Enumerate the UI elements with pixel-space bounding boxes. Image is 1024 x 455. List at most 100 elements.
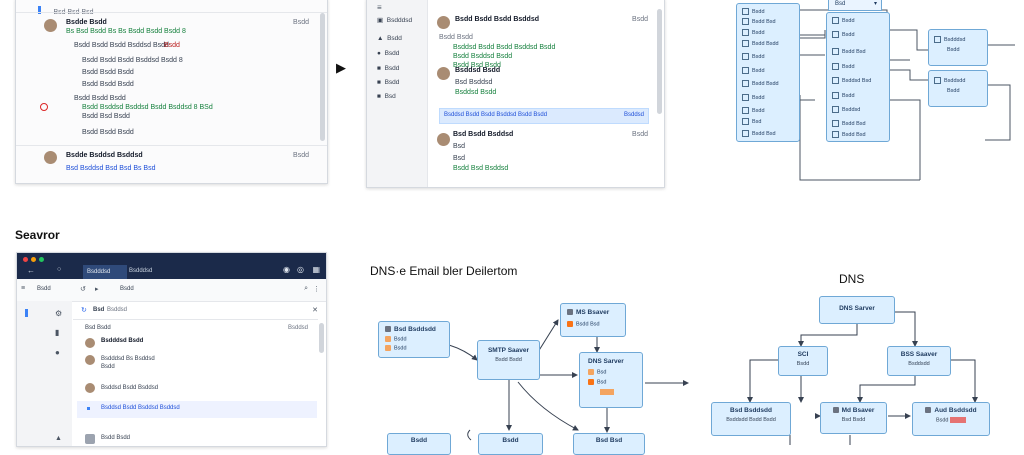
menu-icon[interactable]: ≡	[21, 285, 26, 292]
list-row[interactable]: Bsdd Bsdd	[77, 432, 318, 446]
folder-label[interactable]: Bsdd	[37, 286, 51, 292]
diagram-e-node-smtp[interactable]: SMTP Saaver Bsdd Bsdd	[477, 340, 540, 380]
globe-icon[interactable]: ●	[55, 348, 60, 357]
list-entry[interactable]: Bsdd Bsd	[832, 131, 884, 139]
list-entry[interactable]: Bsdd	[832, 92, 884, 100]
search-icon[interactable]: ⌕	[304, 285, 308, 292]
list-entry[interactable]: Bsdd Bsd	[742, 18, 794, 26]
diagram-f-node-bs[interactable]: BSS Saaver Bsddsdd	[887, 346, 951, 376]
sub-line: Bsdd Bsdd Bsdd	[82, 69, 134, 76]
list-entry[interactable]: Bsdd	[742, 8, 794, 16]
list-row[interactable]: Bsddsd Bsdd Bsddsd	[77, 382, 318, 396]
gear-icon[interactable]: ⚙	[55, 309, 63, 318]
list-entry[interactable]: Bsdd	[742, 107, 794, 115]
nav-item[interactable]: ▣ Bsdddsd	[377, 17, 413, 24]
bell-icon[interactable]: ○	[57, 266, 62, 273]
diagram-e-node-dns[interactable]: DNS Sarver Bsd Bsd	[579, 352, 643, 408]
back-icon[interactable]: ↺	[80, 286, 86, 293]
panel-b-window: ≡ ▣ Bsdddsd ▲ Bsdd ● Bsdd ■ Bsdd ■ Bsdd …	[366, 0, 665, 188]
list-entry[interactable]: Bsdd Bsdd	[742, 80, 794, 88]
scrollbar[interactable]	[319, 323, 324, 353]
mail-item[interactable]: Bsd Bsdd Bsddsd Bsdd Bsd Bsd Bsdd Bsd Bs…	[435, 131, 650, 176]
list-entry[interactable]: Bsdd	[742, 29, 794, 37]
diagram-f-node-bm[interactable]: Md Bsaver Bsd Bsdd	[820, 402, 887, 434]
alert-badge	[950, 417, 967, 423]
list-entry[interactable]: Bsdd Bsd	[832, 120, 884, 128]
send-icon: ■	[377, 65, 381, 72]
share-icon[interactable]: ▲	[55, 435, 62, 442]
list-entry[interactable]: Bsdd Bsd	[742, 130, 794, 138]
list-entry[interactable]: Bsdd	[742, 53, 794, 61]
panel-c-dropdown[interactable]: Bsd ▾	[828, 0, 882, 11]
maximize-dot[interactable]	[39, 257, 44, 262]
left-sidebar: ⚙ ▮ ● ▲	[17, 301, 72, 446]
diagram-f-node-top[interactable]: DNS Sarver	[819, 296, 895, 324]
list-row[interactable]: Bsd Bsdd Bsddsd	[85, 325, 308, 331]
list-row-selected[interactable]: Bsddsd Bsdd Bsddsd Bsddsd	[77, 401, 317, 418]
list-row[interactable]: Bsdddsd Bs Bsddsd Bsdd	[77, 354, 318, 372]
mail-item[interactable]: Bsddsd Bsdd Bsd Bsddsd Bsddsd Bsdd	[435, 67, 650, 103]
draft-icon: ■	[377, 79, 381, 86]
list-entry[interactable]: Bsd	[742, 118, 794, 126]
list-row[interactable]: Bsdddsd Bsdd	[77, 337, 318, 355]
header-sub: Bsddsd	[107, 307, 128, 313]
server-icon	[385, 326, 391, 333]
settings-icon[interactable]: ◉	[283, 265, 290, 274]
doc-icon[interactable]: ▮	[55, 328, 60, 337]
diagram-e-node-b1[interactable]: Bsdd	[387, 433, 451, 455]
sub-line: Bsdd Bsdd Bsdd Bsddsd Bsdd	[74, 42, 169, 49]
panel-a-header: Bsd Bsd Bsd	[38, 1, 94, 19]
grid-icon[interactable]: ▦	[312, 265, 320, 274]
flag-icon[interactable]	[25, 309, 28, 317]
diagram-f-node-br[interactable]: Aud Bsddsdd Bsdd	[912, 402, 990, 436]
scrollbar[interactable]	[320, 13, 325, 141]
mail-item[interactable]: Bsdd Bsdd Bsdd Bsddsd Bsdd Bsdd Bsdd Bsd…	[435, 13, 650, 69]
diagram-e-node-b3[interactable]: Bsd Bsd	[573, 433, 645, 455]
sub-line: Bsdd Bsdd Bsdd	[82, 129, 134, 136]
avatar	[44, 19, 57, 32]
checkbox-icon	[742, 107, 749, 114]
tab[interactable]: Bsdddsd	[129, 268, 153, 274]
diagram-e-node-ms[interactable]: MS Bsaver Bsdd Bsd	[560, 303, 626, 337]
refresh-icon[interactable]: ↻	[81, 307, 87, 314]
highlighted-mail[interactable]: Bsddsd Bsdd Bsdd Bsddsd Bsdd Bsdd Bsddsd	[439, 108, 649, 124]
list-entry[interactable]: Bsddsd Bsd	[832, 77, 884, 85]
mail-line: Bsd	[453, 155, 466, 162]
list-entry[interactable]: Bsdd Bsd	[832, 48, 884, 56]
close-dot[interactable]	[23, 257, 28, 262]
close-icon[interactable]: ✕	[312, 307, 318, 314]
nav-item[interactable]: ■ Bsdd	[377, 79, 400, 86]
list-entry[interactable]: Bsdd Bsdd	[742, 40, 794, 48]
avatar	[85, 383, 95, 393]
checkbox-icon	[832, 106, 839, 113]
list-entry[interactable]: Bsdd	[832, 17, 884, 25]
avatar	[437, 133, 450, 146]
minimize-dot[interactable]	[31, 257, 36, 262]
nav-item[interactable]: ■ Bsdd	[377, 65, 400, 72]
diagram-f-node-sc[interactable]: SCI Bsdd	[778, 346, 828, 376]
diagram-e-node-left[interactable]: Bsd Bsddsdd Bsdd Bsdd	[378, 321, 450, 358]
mail-icon	[567, 321, 573, 327]
search-text[interactable]: Bsdd	[120, 286, 134, 292]
menu-icon[interactable]: ≡	[377, 3, 382, 12]
panel-c-node[interactable]: Bsdddsd Bsdd	[928, 29, 988, 66]
more-icon[interactable]: ⋮	[313, 286, 320, 293]
panel-c-node[interactable]: Bsddsdd Bsdd	[928, 70, 988, 107]
list-entry[interactable]: Bsdd	[742, 67, 794, 75]
back-arrow-icon[interactable]: ←	[27, 266, 35, 275]
nav-item[interactable]: ▲ Bsdd	[377, 35, 402, 42]
list-entry[interactable]: Bsddsd	[832, 106, 884, 114]
record-icon[interactable]	[40, 103, 48, 111]
list-entry[interactable]: Bsdd	[832, 63, 884, 71]
list-entry[interactable]: Bsdd	[832, 31, 884, 39]
diagram-f-node-bl[interactable]: Bsd Bsddsdd Bsddsdd Bsdd Bsdd	[711, 402, 791, 436]
list-entry[interactable]: Bsdd	[742, 94, 794, 102]
tab-active[interactable]: Bsdddsd	[83, 265, 127, 279]
forward-icon[interactable]: ▸	[95, 286, 99, 293]
diagram-e-node-b2[interactable]: Bsdd	[478, 433, 543, 455]
nav-item[interactable]: ● Bsdd	[377, 50, 400, 57]
profile-icon[interactable]: ◎	[297, 265, 304, 274]
mail-line: Bsddsd Bsdd	[455, 89, 497, 96]
nav-item[interactable]: ■ Bsd	[377, 93, 396, 100]
scrollbar[interactable]	[657, 9, 662, 114]
